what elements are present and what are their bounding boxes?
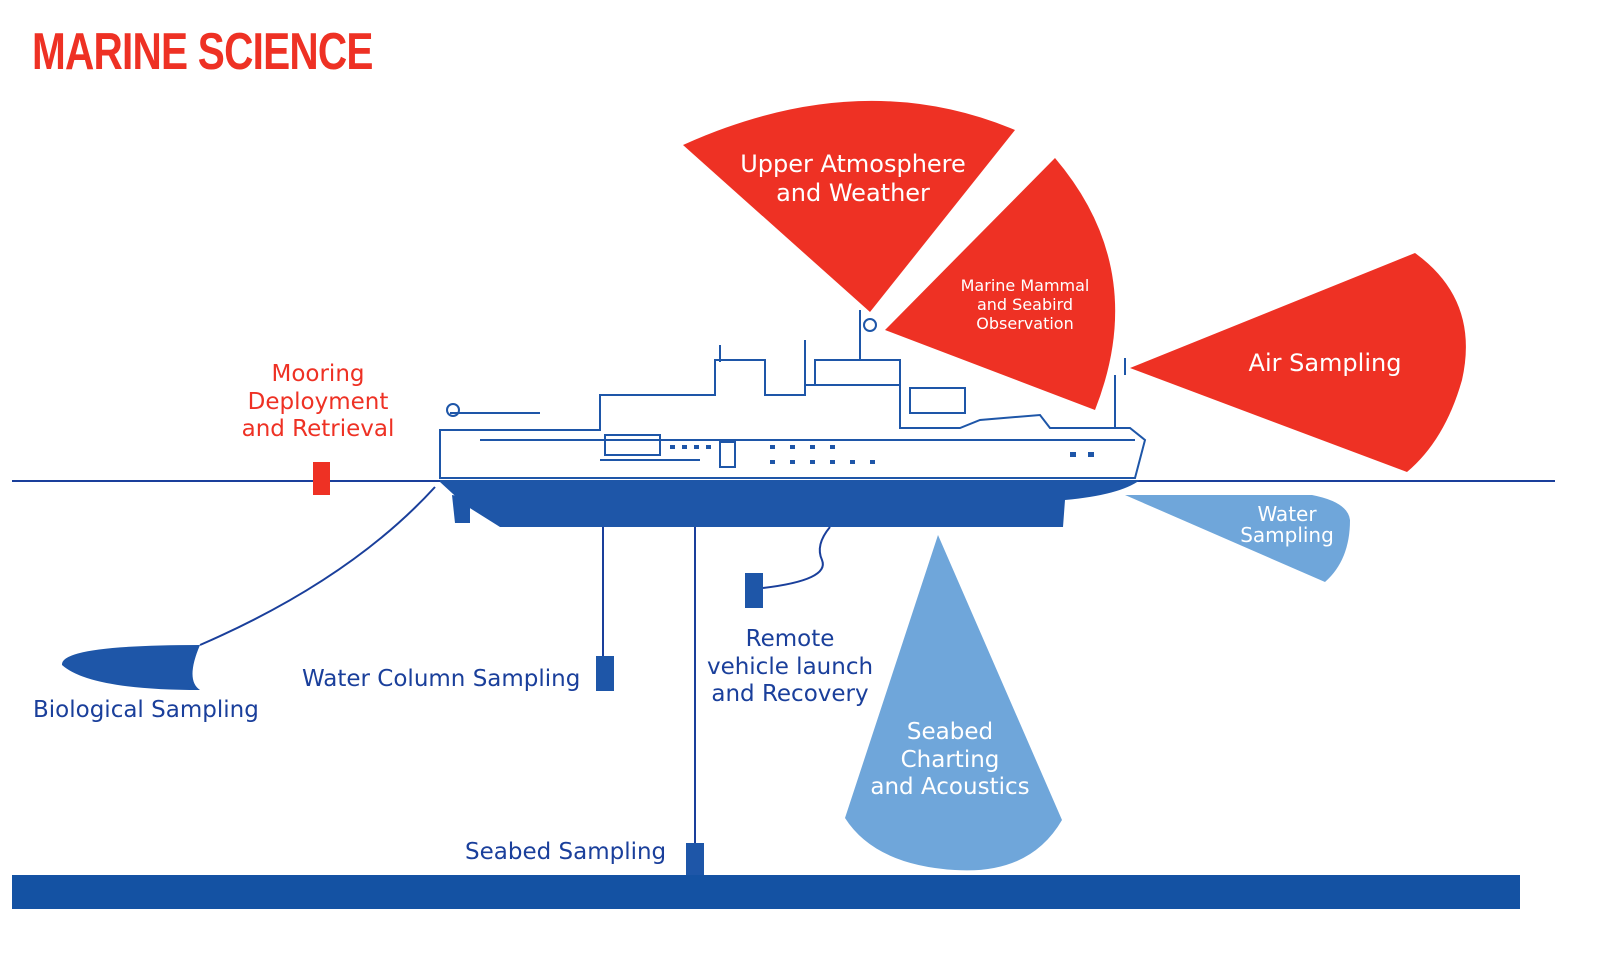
marine-mammal-line-3: Observation [976,314,1074,334]
water-column-label: Water Column Sampling [302,666,581,692]
air-sampling-sector [1130,253,1466,472]
air-sampling-label: Air Sampling [1248,349,1402,377]
marine-mammal-sector [885,158,1116,410]
marine-mammal-line-2: and Seabird [976,295,1074,315]
seabed-sampling-label: Seabed Sampling [465,839,667,865]
mooring-label: Mooring Deployment and Retrieval [228,361,408,444]
water-column-sampler [596,656,614,691]
seabed-charting-line-2: Charting [900,746,1000,773]
marine-mammal-label: Marine Mammal and Seabird Observation [940,276,1110,334]
biological-label: Biological Sampling [33,697,259,723]
ship-window-dots [670,445,1094,464]
biological-sampling-cable [199,486,436,646]
seabed-bar [12,875,1520,909]
remote-vehicle-line-1: Remote [745,626,835,652]
water-sampling-label: Water Sampling [1232,504,1342,546]
biological-sampling-net [61,645,200,690]
remote-vehicle-line-3: and Recovery [711,681,869,708]
water-sampling-line-2: Sampling [1240,523,1334,547]
seabed-charting-cone [845,535,1062,871]
seabed-sampler [686,843,704,875]
mooring-line-1: Mooring [271,361,365,387]
upper-atmosphere-sector [683,100,1015,313]
upper-atmosphere-label: Upper Atmosphere and Weather [738,150,968,208]
mooring-line-2: Deployment [247,388,389,415]
water-sampling-cone [1125,495,1350,582]
upper-atmosphere-line-2: and Weather [776,178,930,207]
remote-vehicle-tether [762,526,831,589]
upper-atmosphere-line-1: Upper Atmosphere [740,150,966,178]
mooring-marker [313,462,330,495]
remote-vehicle-label: Remote vehicle launch and Recovery [700,626,880,709]
remote-vehicle-line-2: vehicle launch [706,653,874,680]
mooring-line-3: and Retrieval [241,416,395,443]
ship-superstructure [439,310,1147,479]
page-title: MARINE SCIENCE [32,23,373,81]
ship-rudder [452,495,470,523]
seabed-charting-line-1: Seabed [906,719,994,745]
ship-hull [440,480,1140,527]
seabed-charting-label: Seabed Charting and Acoustics [860,719,1040,802]
seabed-charting-line-3: and Acoustics [870,774,1030,801]
marine-mammal-line-1: Marine Mammal [960,276,1090,295]
remote-vehicle [745,573,763,608]
water-sampling-line-1: Water [1257,502,1317,526]
